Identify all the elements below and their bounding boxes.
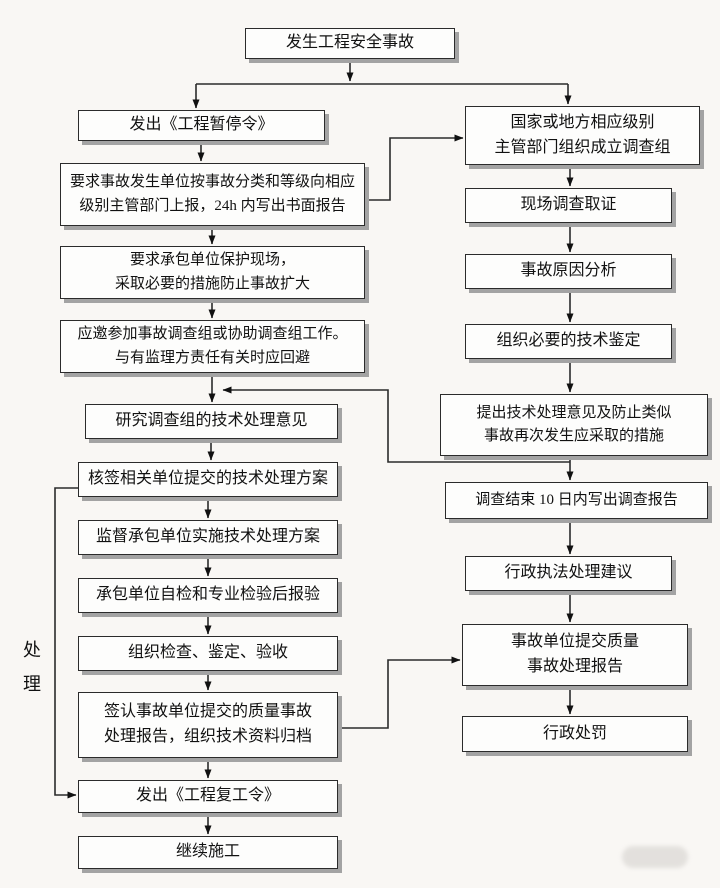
node-organize-inspection-acceptance: 组织检查、鉴定、验收: [78, 636, 338, 671]
node-cause-analysis: 事故原因分析: [465, 254, 672, 289]
node-supervise-implementation: 监督承包单位实施技术处理方案: [78, 520, 338, 555]
node-investigation-report-10-days: 调查结束 10 日内写出调查报告: [445, 482, 708, 519]
node-submit-quality-report: 事故单位提交质量 事故处理报告: [462, 624, 688, 686]
node-issue-suspension-order: 发出《工程暂停令》: [78, 110, 325, 141]
side-label-handling: 处理: [21, 640, 41, 708]
node-issue-resumption-order: 发出《工程复工令》: [78, 780, 338, 813]
node-protect-site: 要求承包单位保护现场， 采取必要的措施防止事故扩大: [60, 246, 365, 299]
node-contractor-self-inspection: 承包单位自检和专业检验后报验: [78, 578, 338, 613]
node-report-within-24h: 要求事故发生单位按事故分类和等级向相应 级别主管部门上报，24h 内写出书面报告: [60, 163, 365, 226]
node-continue-construction: 继续施工: [78, 836, 338, 869]
node-sign-accident-report-archive: 签认事故单位提交的质量事故 处理报告，组织技术资料归档: [78, 692, 338, 758]
node-study-technical-opinions: 研究调查组的技术处理意见: [85, 404, 338, 439]
node-join-investigation-team: 应邀参加事故调查组或协助调查组工作。 与有监理方责任有关时应回避: [60, 320, 365, 373]
watermark: [622, 846, 688, 868]
node-accident-occurs: 发生工程安全事故: [245, 28, 455, 59]
node-administrative-penalty: 行政处罚: [462, 716, 688, 752]
node-propose-measures: 提出技术处理意见及防止类似 事故再次发生应采取的措施: [440, 394, 708, 456]
node-site-investigation: 现场调查取证: [465, 188, 672, 223]
node-countersign-technical-plan: 核签相关单位提交的技术处理方案: [78, 462, 338, 497]
node-technical-appraisal: 组织必要的技术鉴定: [465, 324, 672, 359]
node-enforcement-suggestions: 行政执法处理建议: [465, 556, 672, 591]
node-authority-investigation-team: 国家或地方相应级别 主管部门组织成立调查组: [465, 106, 700, 165]
